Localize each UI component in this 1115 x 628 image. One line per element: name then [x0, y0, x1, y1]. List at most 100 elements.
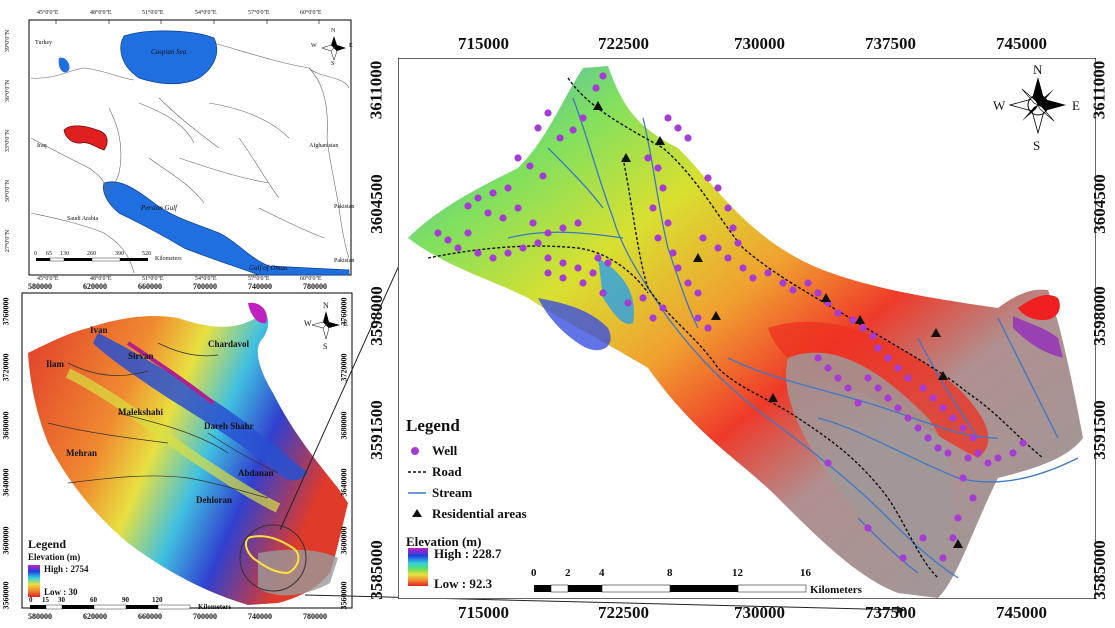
well-point [919, 384, 927, 392]
location-scale-label: 130 [60, 251, 69, 257]
well-point [779, 279, 787, 287]
well-point [659, 184, 667, 192]
province-scale-bar [30, 604, 191, 610]
well-point [884, 394, 892, 402]
main-top-tick: 745000 [996, 34, 1047, 53]
well-point [919, 534, 927, 542]
place-malekshahi: Malekshahi [118, 407, 164, 417]
province-bottom-tick: 700000 [193, 612, 217, 621]
well-point [899, 554, 907, 562]
place-sirvan: Sirvan [128, 351, 154, 361]
residential-marker [655, 136, 665, 145]
location-bottom-tick: 51°0'0"E [142, 276, 164, 282]
well-point [824, 459, 832, 467]
location-compass-n: N [331, 28, 336, 34]
well-point [594, 254, 602, 262]
main-legend-ramp [408, 548, 428, 586]
well-point [599, 289, 607, 297]
location-left-tick: 27°0'0"N [5, 229, 12, 253]
province-legend-title: Legend [28, 537, 67, 551]
main-bottom-tick: 745000 [996, 603, 1047, 622]
main-compass-e: E [1072, 98, 1080, 113]
province-right-tick: 3680000 [339, 411, 349, 440]
well-point [604, 259, 612, 267]
main-scale-label: 0 [531, 567, 537, 579]
label-persian-gulf: Persion Gulf [141, 204, 177, 212]
well-point [434, 229, 442, 237]
label-gulf-oman: Gulf of Oman [249, 264, 288, 272]
well-point [894, 404, 902, 412]
well-point [489, 254, 497, 262]
well-point [499, 214, 507, 222]
label-pakistan: Pakistan [334, 258, 355, 264]
well-point [674, 124, 682, 132]
residential-marker [693, 253, 703, 262]
well-point [589, 269, 597, 277]
location-map [28, 19, 352, 276]
province-left-tick: 3600000 [1, 526, 11, 555]
province-scale-label: 90 [122, 596, 129, 604]
place-ivan: Ivan [90, 325, 108, 335]
location-compass-icon [321, 36, 346, 61]
well-point [739, 264, 747, 272]
province-inset: 580000 620000 660000 700000 740000 78000… [2, 282, 358, 623]
well-point [884, 354, 892, 362]
well-point [704, 324, 712, 332]
well-point [504, 184, 512, 192]
well-point [454, 244, 462, 252]
location-top-tick: 51°0'0"E [142, 10, 164, 16]
well-point [949, 414, 957, 422]
well-point [654, 234, 662, 242]
legend-road-label: Road [432, 464, 462, 479]
well-point [684, 279, 692, 287]
label-pakistan: Pakistan [334, 204, 355, 210]
legend-residential-label: Residential areas [432, 506, 527, 521]
province-legend-low: Low : 30 [44, 587, 78, 597]
main-scale-bar [534, 584, 807, 593]
main-right-tick: 3591500 [1089, 400, 1109, 460]
main-left-tick: 3604500 [366, 174, 386, 234]
well-point [674, 264, 682, 272]
study-area-map [397, 57, 1097, 600]
place-chardavol: Chardavol [208, 339, 250, 349]
well-point [599, 72, 607, 80]
main-top-tick: 715000 [458, 34, 509, 53]
well-point [959, 424, 967, 432]
location-top-tick: 60°0'0"E [300, 10, 322, 16]
well-point [984, 459, 992, 467]
location-scale-unit: Kilometers [155, 256, 182, 262]
main-legend-high: High : 228.7 [434, 546, 502, 561]
residential-marker [821, 293, 831, 302]
province-legend-ramp [28, 565, 40, 597]
province-scale-label: 15 [42, 596, 49, 604]
province-left-tick: 3640000 [1, 468, 11, 497]
well-point [904, 374, 912, 382]
residential-marker [711, 311, 721, 320]
location-top-tick: 54°0'0"E [195, 10, 217, 16]
main-compass-w: W [993, 98, 1006, 113]
well-point [814, 289, 822, 297]
place-dehloran: Dehloran [196, 495, 232, 505]
well-point [974, 449, 982, 457]
province-top-tick: 740000 [248, 282, 272, 291]
well-point [804, 279, 812, 287]
location-bottom-tick: 45°0'0"E [37, 276, 59, 282]
well-point [864, 524, 872, 532]
well-point [959, 474, 967, 482]
province-compass-e: E [343, 319, 348, 328]
well-point [1019, 439, 1027, 447]
main-right-tick: 3604500 [1089, 174, 1109, 234]
well-point [579, 279, 587, 287]
well-point [939, 554, 947, 562]
well-point [714, 244, 722, 252]
well-point [534, 124, 542, 132]
main-bottom-tick: 715000 [458, 603, 509, 622]
well-point [859, 324, 867, 332]
well-point [559, 224, 567, 232]
well-point [534, 239, 542, 247]
province-compass-w: W [304, 319, 312, 328]
location-scale-label: 390 [115, 251, 124, 257]
well-point [834, 374, 842, 382]
main-scale-label: 12 [732, 567, 743, 579]
location-compass-s: S [331, 61, 335, 67]
